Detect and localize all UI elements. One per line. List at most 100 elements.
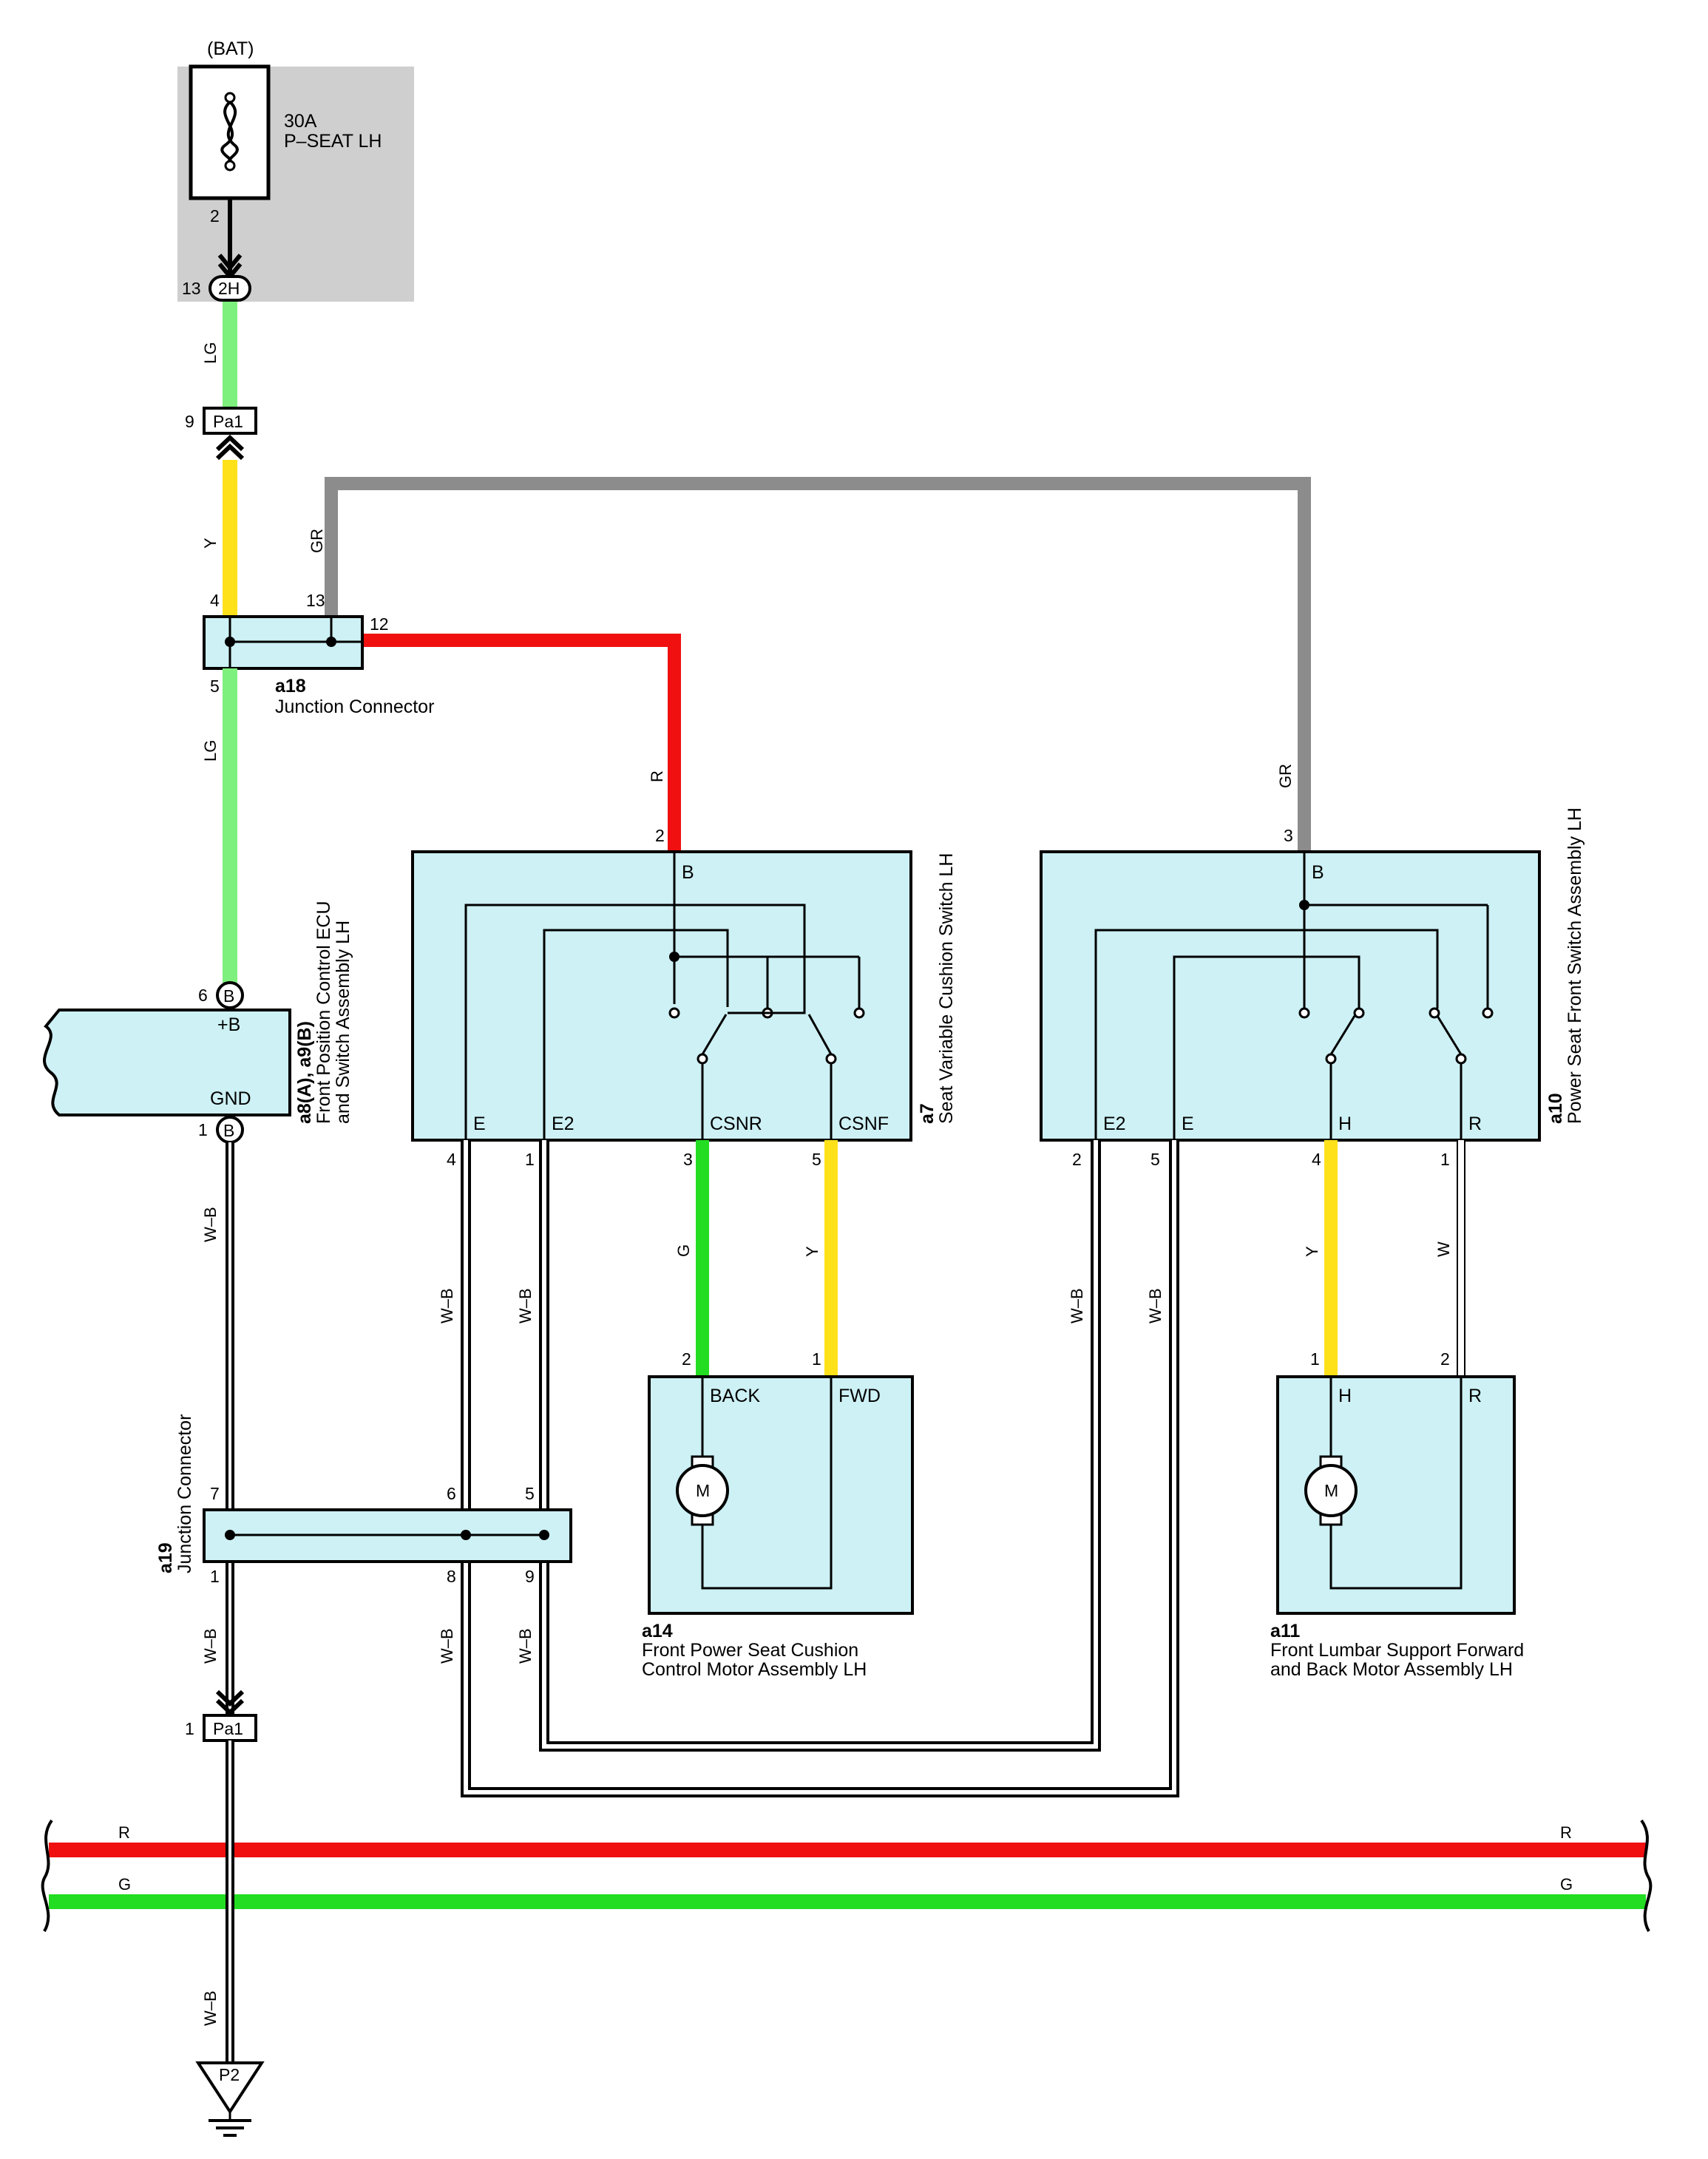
wire-label-r-top: R [648,770,666,782]
a19-name: Junction Connector [174,1414,195,1573]
wire-label-y-motor: Y [803,1246,821,1257]
ecu-pin-gnd: 1 [198,1120,208,1139]
wire-label-y-left: Y [201,538,220,549]
ground-id: P2 [219,2065,240,2084]
bus-r-right: R [1560,1823,1572,1842]
a11-pin-r: 2 [1440,1349,1450,1369]
bus-g-right: G [1560,1875,1573,1894]
a18-id: a18 [275,676,306,696]
connector-pa1-bottom-pin: 1 [185,1719,194,1738]
pin-a18-5: 5 [210,677,220,696]
pa1-bottom-arrow [215,1689,245,1707]
pin-a18-4: 4 [210,591,220,610]
pin-a7-b: 2 [655,826,665,845]
pin-a19-9: 9 [525,1567,535,1586]
wire-label-wb-a19-5: W–B [516,1628,535,1664]
pin-a7-e: 4 [447,1150,456,1169]
a10-terminal-e2: E2 [1103,1114,1126,1134]
a11-terminal-h: H [1338,1386,1352,1406]
bus-r-left: R [118,1823,130,1842]
fuse-connector-arrow [217,254,243,271]
pin-a10-h: 4 [1312,1150,1321,1169]
a11-motor-label: M [1324,1481,1338,1500]
ecu-connector-b-top: B [223,986,234,1006]
ecu-id: a8(A), a9(B) [294,1021,315,1124]
fuse-rating: 30A [284,111,317,132]
a10-terminal-e: E [1182,1114,1194,1134]
a10-name: Power Seat Front Switch Assembly LH [1565,807,1585,1124]
a10-terminal-h: H [1338,1114,1352,1134]
connector-pa1-top [203,407,257,435]
a14-pin-fwd: 1 [812,1349,821,1369]
pa1-bottom-arrow-2 [215,1698,245,1716]
fuse-pin-label: 2 [210,206,220,226]
wire-gr [325,477,1311,852]
a7-terminal-b: B [682,862,694,883]
junction-connector-a19: 7 6 5 1 8 9 a19 Junction Connector [155,1414,572,1586]
pa1-top-arrow-2 [215,443,245,461]
a7-terminal-csnr: CSNR [710,1114,762,1134]
wire-wb-a7-e-loop [461,1140,1179,1797]
a14-name-1: Front Power Seat Cushion [642,1640,858,1661]
a10-terminal-r: R [1468,1114,1482,1134]
a7-terminal-e: E [473,1114,486,1134]
pin-a19-1: 1 [210,1567,220,1586]
pa1-top-arrow [215,434,245,452]
wire-label-y-lumbar: Y [1303,1246,1321,1257]
wire-label-wb-a10-e2: W–B [1068,1288,1086,1323]
wire-label-lg-mid: LG [201,740,220,762]
wire-label-wb-a19-left: W–B [201,1628,220,1664]
a14-motor-icon [676,1464,729,1517]
bus-lines: R R G G [41,1819,1653,1932]
motor-a11: 1 2 H R M a11 Front Lumbar Support Forwa… [1270,1349,1524,1680]
a14-terminal-fwd: FWD [838,1386,881,1406]
wire-label-gr-right: GR [1276,764,1295,788]
connector-2h-label: 2H [218,279,240,298]
a14-name-2: Control Motor Assembly LH [642,1659,867,1680]
pin-a10-r: 1 [1440,1150,1450,1169]
ground-p2: P2 [195,2061,265,2137]
wire-label-wb-a7-e: W–B [438,1288,456,1323]
wire-label-wb-ecu: W–B [201,1207,220,1242]
connector-pa1-top-pin: 9 [185,412,194,431]
a14-motor-label: M [696,1481,710,1500]
pin-a7-e2: 1 [525,1150,535,1169]
pin-a18-13: 13 [306,591,325,610]
fuse-name: P–SEAT LH [284,131,382,152]
a19-id: a19 [155,1542,176,1573]
a11-motor-icon [1304,1464,1358,1517]
ecu-terminal-b: +B [217,1014,240,1035]
a10-terminal-b: B [1312,862,1324,883]
fuse-icon [220,92,239,172]
a7-terminal-e2: E2 [552,1114,575,1134]
bus-g-left: G [118,1875,131,1894]
pin-a7-csnr: 3 [683,1150,693,1169]
wire-label-g-motor: G [674,1244,693,1257]
switch-a10: B E2 E H R a10 Power Seat Front Switch A… [1040,807,1585,1142]
ecu-connector-b-bottom: B [223,1121,234,1140]
a14-terminal-back: BACK [710,1386,760,1406]
motor-a14: 2 1 BACK FWD M a14 Front Power Seat Cush… [642,1349,914,1680]
pin-a18-12: 12 [370,614,389,634]
a18-name: Junction Connector [275,696,434,717]
pin-a19-6: 6 [447,1484,456,1503]
wire-label-wb-ground: W–B [201,1990,220,2026]
fuse-source-label: (BAT) [207,38,254,59]
a11-terminal-r: R [1468,1386,1482,1406]
ground-symbol [195,2061,265,2115]
a7-name: Seat Variable Cushion Switch LH [936,853,957,1124]
a7-id: a7 [917,1103,938,1124]
wire-label-wb-a7-e2: W–B [516,1288,535,1323]
pin-a19-5: 5 [525,1484,535,1503]
a11-pin-h: 1 [1310,1349,1320,1369]
connector-2h-pin: 13 [182,279,201,298]
a10-id: a10 [1545,1093,1566,1124]
fuse-block: (BAT) 30A P–SEAT LH 2 2H 13 [177,38,414,302]
switch-a7: B E E2 CSNR CSNF a7 Seat Variable Cushio… [411,850,957,1142]
wire-label-w-lumbar: W [1434,1241,1453,1257]
ecu-pin-b: 6 [198,986,208,1005]
pin-a10-e: 5 [1150,1150,1160,1169]
pin-a19-7: 7 [210,1484,220,1503]
pin-a19-8: 8 [447,1567,456,1586]
